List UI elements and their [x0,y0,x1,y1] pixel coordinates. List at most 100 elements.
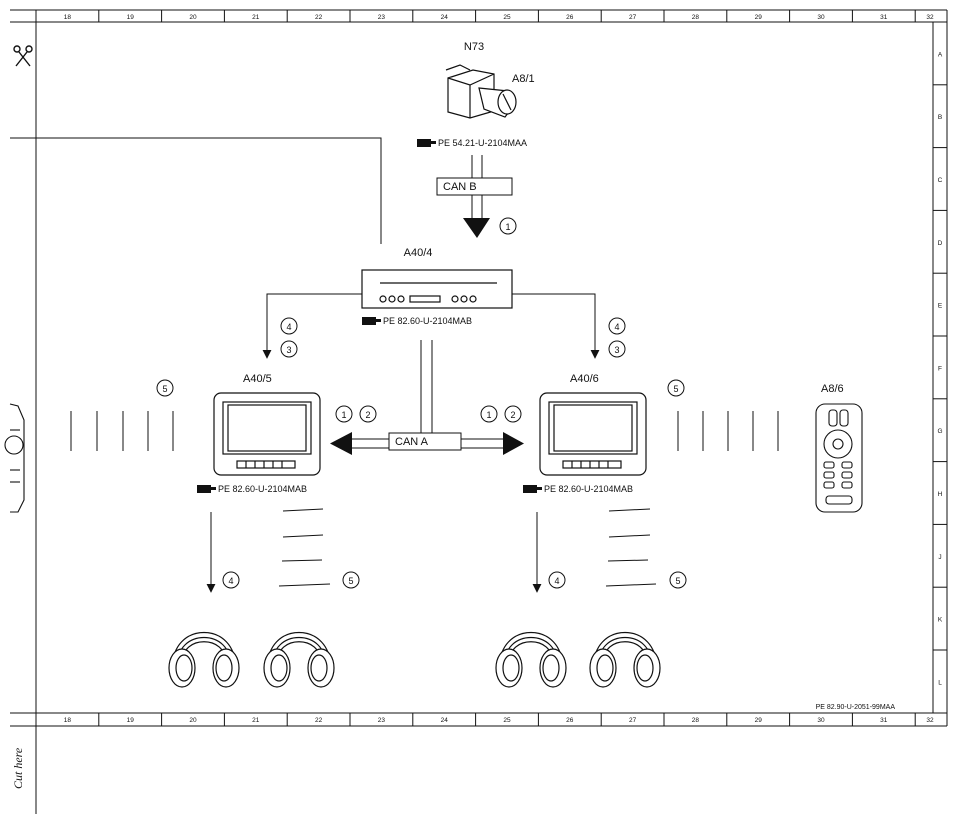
headphones-icon [263,631,335,688]
remote-control-icon [4,403,25,513]
connector-wire-left [10,137,382,244]
callouts-right-branch [608,317,626,358]
a40-6-ref: PE 82.60-U-2104MAB [544,484,633,494]
a40-6-label: A40/6 [570,373,599,385]
wire-to-a40-5 [262,293,362,359]
document-reference: PE 82.90-U-2051-99MAA [816,704,896,711]
monitor-icon [213,392,321,476]
callout-2-cana-right: 2 [510,410,515,420]
a8-6-label: A8/6 [821,383,844,395]
column-label-bottom: 31 [880,717,888,724]
infrared-signal-left [70,411,174,451]
callout-5-ir-right-text: 5 [673,384,678,394]
n73-ref: PE 54.21-U-2104MAA [438,138,527,148]
callout-5-hp-right [669,571,687,589]
column-label-top: 29 [755,14,763,21]
column-label-top: 20 [189,14,197,21]
can-a-label: CAN A [395,436,429,448]
callout-5-hp-left-text: 5 [348,576,353,586]
column-grid-ticks [98,10,916,726]
column-label-top: 26 [566,14,574,21]
manual-reference-icon [362,317,381,325]
row-label: L [938,679,942,686]
column-label-top: 25 [503,14,511,21]
monitor-icon [539,392,647,476]
row-label: G [937,428,942,435]
can-a-arrowhead-right [503,432,524,455]
column-label-bottom: 18 [64,717,72,724]
callout-1-canb [499,217,517,235]
column-label-top: 22 [315,14,323,21]
sheet-frame [10,9,948,814]
a40-5-ref: PE 82.60-U-2104MAB [218,484,307,494]
row-label: C [938,177,943,184]
infrared-signal-right [677,411,779,451]
callouts-left-branch [280,317,298,358]
manual-reference-icon [417,139,436,147]
column-label-top: 21 [252,14,260,21]
column-label-top: 24 [441,14,449,21]
remote-control-icon [815,403,863,513]
row-grid-ticks [933,84,947,651]
wire-to-a40-6 [512,293,600,359]
callout-1-cana-left: 1 [341,410,346,420]
row-label: E [938,303,943,310]
column-label-bottom: 28 [692,717,700,724]
column-label-bottom: 32 [926,717,934,724]
can-b-arrowhead [463,218,490,238]
n73-label: N73 [464,41,484,53]
column-label-top: 30 [817,14,825,21]
column-label-bottom: 30 [817,717,825,724]
can-a-arrowhead-left [330,432,352,455]
callout-4-left: 4 [286,322,291,332]
callout-5-hp-left [342,571,360,589]
can-b-label: CAN B [443,181,477,193]
row-label: B [938,114,942,121]
row-label: D [938,240,943,247]
callout-4-right: 4 [614,322,619,332]
callout-4-audio-left-text: 4 [228,576,233,586]
row-label: F [938,365,942,372]
callouts-can-a [335,405,522,423]
dvd-player-icon [361,269,513,309]
row-label: A [938,51,943,58]
callout-1-cana-right: 1 [486,410,491,420]
cut-here-label: Cut here [11,747,25,789]
callout-5-hp-right-text: 5 [675,576,680,586]
column-label-top: 31 [880,14,888,21]
a40-5-label: A40/5 [243,373,272,385]
callout-4-audio-right-text: 4 [554,576,559,586]
callout-3-right: 3 [614,345,619,355]
column-label-bottom: 22 [315,717,323,724]
callout-4-audio-left [222,571,240,589]
callout-5-ir-right [667,379,685,397]
callout-4-audio-right [548,571,566,589]
row-label: J [938,554,941,561]
column-label-top: 23 [378,14,386,21]
column-label-bottom: 19 [127,717,135,724]
column-label-top: 32 [926,14,934,21]
manual-reference-icon [197,485,216,493]
a40-4-ref: PE 82.60-U-2104MAB [383,316,472,326]
headphones-icon [589,631,661,688]
manual-reference-icon [523,485,542,493]
column-label-top: 19 [127,14,135,21]
headphones-group [168,631,661,688]
column-label-bottom: 23 [378,717,386,724]
column-label-bottom: 29 [755,717,763,724]
column-label-bottom: 25 [503,717,511,724]
can-a-connection [350,340,505,451]
a40-4-label: A40/4 [404,247,433,259]
column-label-bottom: 20 [189,717,197,724]
callout-2-cana-left: 2 [365,410,370,420]
infrared-signal-headphones-right [605,508,657,587]
scissors-icon [13,45,33,67]
callout-3-left: 3 [286,345,291,355]
ignition-switch-icon [445,64,517,119]
callout-1-canb-text: 1 [505,222,510,232]
headphones-icon [495,631,567,688]
